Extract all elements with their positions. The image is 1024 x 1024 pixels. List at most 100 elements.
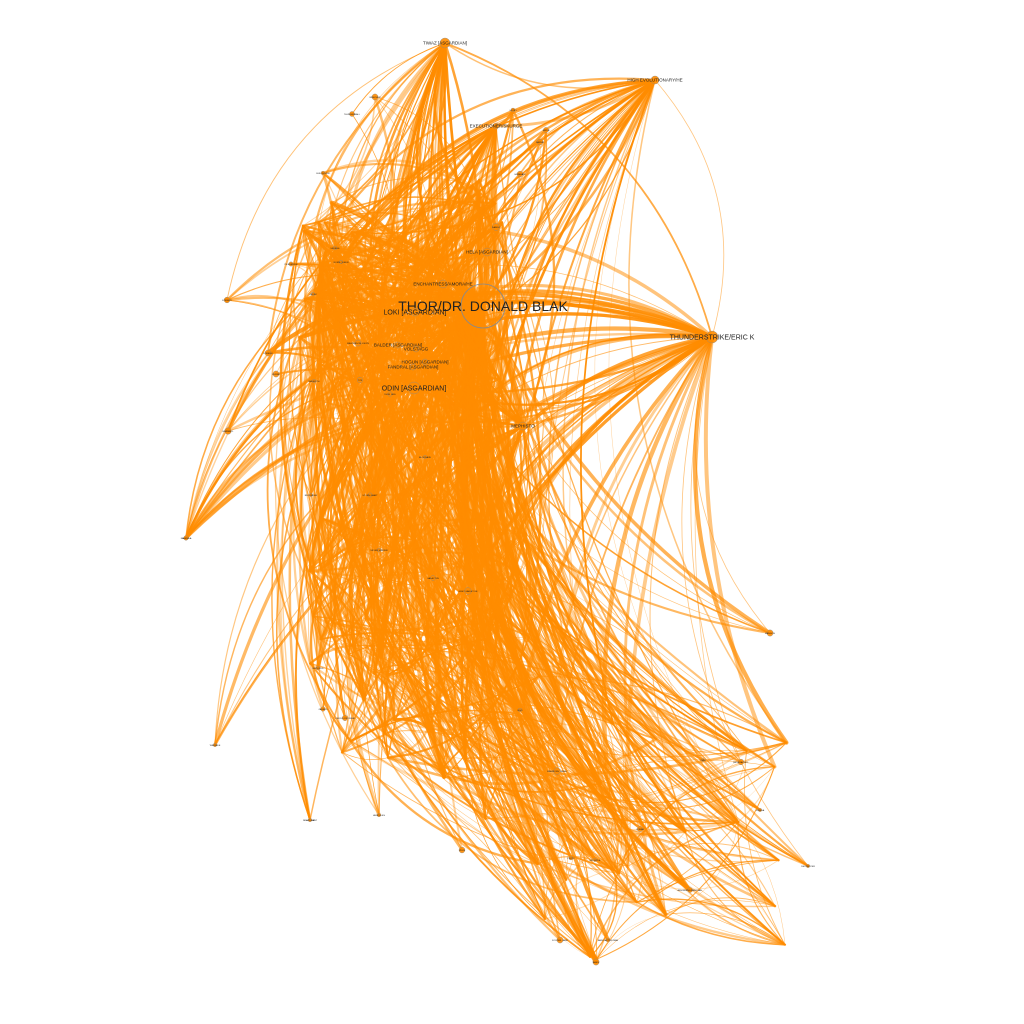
graph-node-warriors-three: WARRIORS THREE [547, 767, 568, 775]
node-circle [593, 858, 597, 862]
node-label: ABSORBING MAN/CARL [678, 889, 704, 892]
graph-node-cobra: COBRA [636, 826, 644, 832]
graph-edge [308, 398, 322, 570]
graph-node-jane-foster: FOSTER, JANE [552, 936, 568, 944]
node-circle [637, 826, 643, 832]
graph-edge [612, 723, 647, 903]
graph-edge [684, 831, 786, 946]
graph-node-forseti: FORSETI [222, 296, 232, 304]
graph-node-loki: LOKI [ASGARDIAN] [383, 307, 447, 316]
graph-edge [377, 355, 525, 428]
graph-edge [737, 821, 786, 946]
graph-edge [499, 425, 524, 566]
node-label: HIGH EVOLUTIONARY/HE [627, 78, 682, 83]
graph-node-ego: EGO [518, 708, 523, 712]
graph-edge [544, 869, 614, 920]
graph-edge [322, 79, 656, 710]
node-circle [482, 247, 492, 257]
graph-edge [589, 869, 618, 958]
graph-node-pluto: PLUTO [567, 855, 575, 861]
graph-edge [378, 124, 498, 366]
graph-edge [601, 334, 715, 801]
graph-edge [267, 125, 497, 354]
graph-node-lorelei: LORELEI [263, 349, 273, 357]
graph-node-bloodaxe: BLOODAXE [419, 455, 432, 459]
graph-edge [509, 596, 658, 740]
graph-edge [495, 125, 739, 823]
node-label: FANDRAL [ASGARDIAN] [388, 365, 439, 370]
graph-edge [379, 125, 497, 365]
node-circle [806, 864, 810, 868]
graph-edge [596, 914, 666, 960]
node-circle [423, 455, 427, 459]
node-circle [409, 363, 417, 371]
graph-edge [387, 754, 557, 802]
graph-edge [337, 313, 524, 427]
graph-node-high-evolutionary: HIGH EVOLUTIONARY/HE [627, 75, 683, 85]
graph-edge [529, 718, 611, 799]
graph-node-sindr: SINDR [543, 127, 550, 133]
node-label: DARGO [492, 226, 500, 229]
node-label: BETA RAY BILL [733, 761, 749, 764]
graph-edge [504, 425, 601, 784]
graph-edge [654, 79, 725, 338]
graph-node-dargo: DARGO [492, 223, 500, 231]
node-circle [460, 283, 506, 329]
graph-node-beta-ray-bill: BETA RAY BILL [733, 758, 749, 766]
graph-edge [350, 425, 524, 742]
graph-edge [489, 762, 666, 915]
graph-edge [315, 42, 446, 291]
graph-node-thor-girl: THOR GIRL [384, 391, 397, 397]
node-label: BLOODAXE [419, 456, 432, 459]
graph-edge [308, 517, 324, 572]
node-circle [339, 260, 343, 264]
graph-edge [417, 42, 612, 800]
graph-edge [608, 79, 739, 823]
graph-edge [500, 78, 657, 345]
node-circle [320, 706, 326, 712]
node-circle [536, 138, 544, 146]
graph-edge [320, 261, 395, 675]
graph-edge [407, 124, 498, 699]
graph-edge [477, 191, 612, 800]
graph-edge [404, 335, 714, 552]
graph-node-destroyer: DESTROYER [801, 864, 815, 868]
node-circle [377, 813, 381, 817]
graph-edge [184, 419, 525, 540]
graph-node-recorder: RECORDER [305, 493, 318, 497]
node-circle [312, 379, 316, 383]
graph-edge [319, 221, 374, 641]
graph-node-storm-giant: STORM GIANT [362, 492, 378, 498]
node-label: THUNDERSTRIKE/ERIC K [670, 334, 755, 341]
graph-edge [538, 79, 656, 749]
graph-edge [569, 79, 656, 867]
node-circle [320, 170, 326, 176]
node-circle [518, 708, 522, 712]
node-label: ZEUS [459, 850, 465, 852]
graph-edge [298, 292, 322, 641]
graph-edge [493, 124, 621, 875]
graph-edge [309, 662, 591, 958]
graph-edge [434, 336, 713, 634]
graph-edge [428, 42, 562, 730]
node-circle [407, 381, 421, 395]
graph-edge [694, 336, 739, 823]
graph-edge [555, 800, 598, 960]
graph-edge [350, 740, 546, 920]
node-circle [342, 715, 348, 721]
graph-edge [580, 79, 656, 726]
node-label: HERCULES [373, 815, 385, 817]
graph-node-grey-gargoyle: GREY GARGOYLE [458, 587, 478, 595]
graph-node-norn-queen: NORN QUEEN [334, 260, 349, 264]
graph-node-galactus: GALACTUS [427, 575, 439, 581]
graph-edge [546, 336, 713, 941]
graph-node-frigga: FRIGGA [756, 808, 765, 812]
graph-edge [443, 41, 668, 916]
node-label: WARRIORS THREE [547, 770, 567, 773]
node-circle [394, 341, 402, 349]
graph-edge [418, 42, 501, 380]
graph-edge [319, 79, 656, 295]
graph-edge [501, 342, 526, 427]
graph-edge [473, 320, 525, 428]
graph-edge [522, 425, 809, 867]
